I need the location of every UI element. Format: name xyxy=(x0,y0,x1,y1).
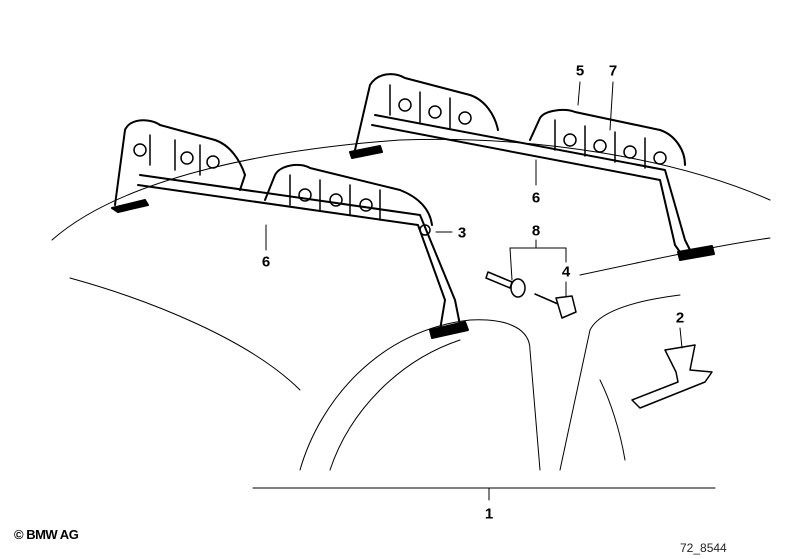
bracket xyxy=(631,344,713,409)
callout-6-front: 6 xyxy=(261,253,271,271)
callout-4: 4 xyxy=(561,263,571,281)
front-roof-rack xyxy=(111,119,469,339)
copyright-text: © BMW AG xyxy=(14,527,79,542)
callout-3: 3 xyxy=(457,224,467,242)
rear-roof-rack xyxy=(349,73,715,261)
drawing-code: 72_8544 xyxy=(680,541,727,555)
callout-7: 7 xyxy=(608,62,618,80)
bolt xyxy=(485,271,526,298)
leader-lines xyxy=(252,81,716,501)
callout-6-rear: 6 xyxy=(531,189,541,207)
key xyxy=(534,293,577,319)
callout-1: 1 xyxy=(484,505,494,523)
callout-2: 2 xyxy=(675,309,685,327)
callout-8: 8 xyxy=(531,222,541,240)
callout-5: 5 xyxy=(575,62,585,80)
